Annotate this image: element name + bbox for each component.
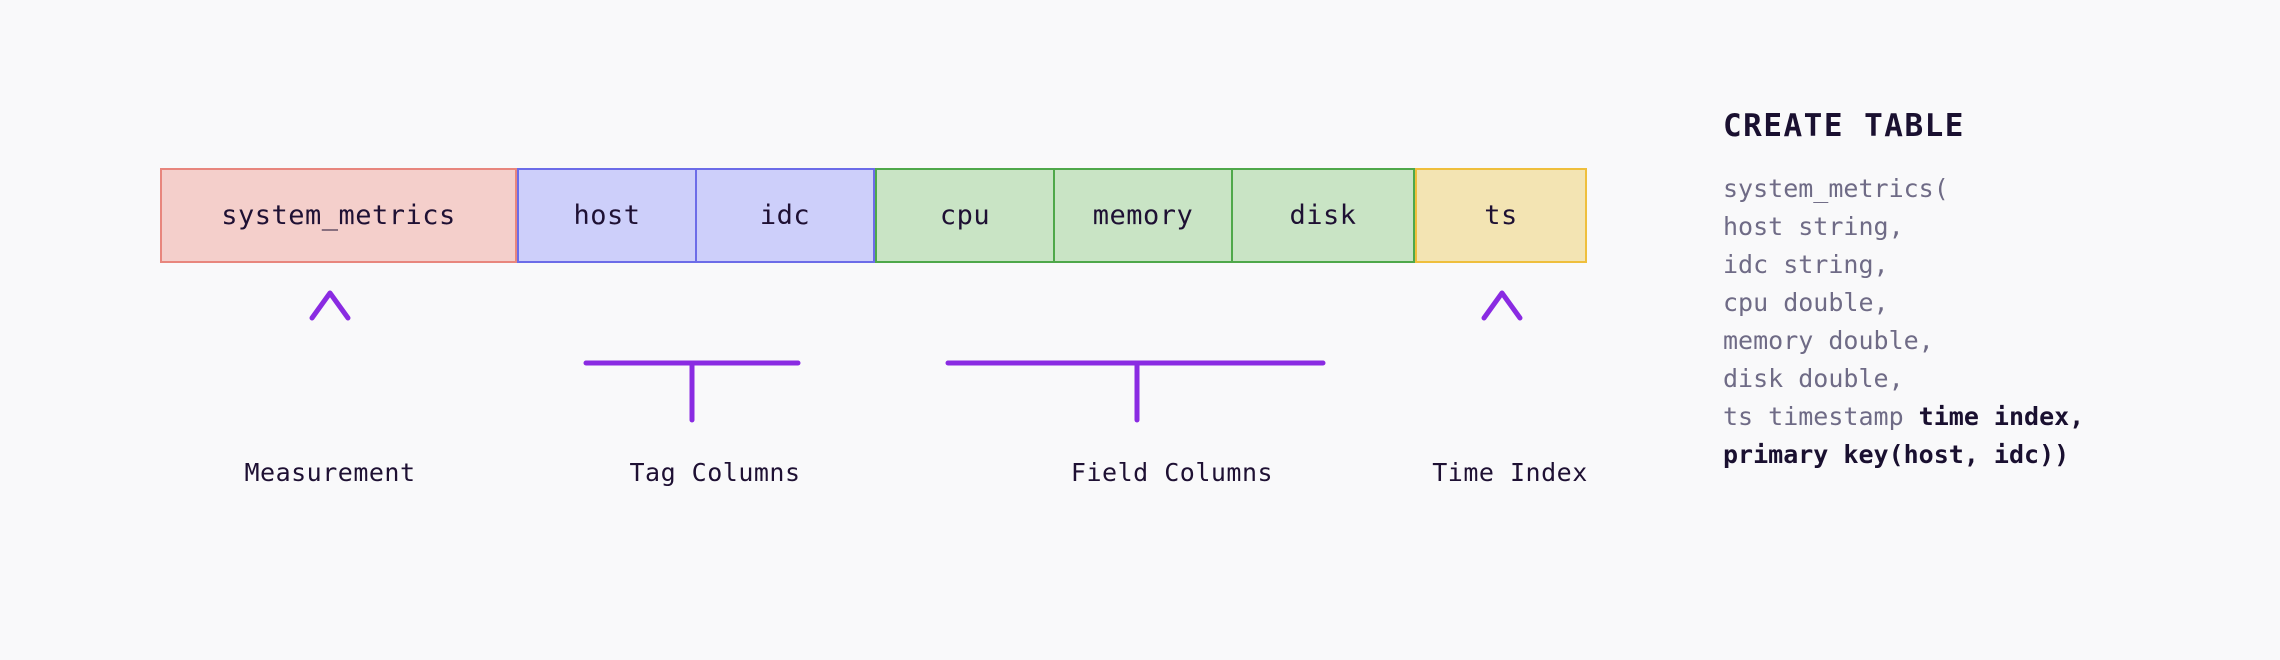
column-cell-ts[interactable]: ts (1484, 200, 1518, 231)
column-cell-host[interactable]: host (573, 200, 641, 231)
measurement-arrow-icon (309, 290, 351, 421)
caption-time-index: Time Index (1432, 458, 1588, 487)
ddl-line-text: memory double, (1723, 326, 1934, 355)
ddl-line: idc string, (1723, 246, 2243, 284)
column-cell-disk[interactable]: disk (1231, 170, 1413, 261)
ddl-line: memory double, (1723, 322, 2243, 360)
schema-strip: system_metrics host idc cpu memory disk … (160, 168, 1587, 263)
ddl-line: ts timestamp time index, (1723, 398, 2243, 436)
ddl-line-text: host string, (1723, 212, 1904, 241)
ddl-line-text: ts timestamp (1723, 402, 1919, 431)
ddl-line: cpu double, (1723, 284, 2243, 322)
time-index-arrow-icon (1481, 290, 1523, 421)
ddl-line: system_metrics( (1723, 170, 2243, 208)
ddl-line-text: disk double, (1723, 364, 1904, 393)
column-group-measurement: system_metrics (160, 168, 517, 263)
caption-measurement: Measurement (244, 458, 416, 487)
ddl-panel: CREATE TABLE system_metrics(host string,… (1723, 108, 2243, 474)
ddl-heading: CREATE TABLE (1723, 108, 1965, 144)
ddl-line-text: idc string, (1723, 250, 1889, 279)
caption-tag-columns: Tag Columns (629, 458, 801, 487)
ddl-line-text: cpu double, (1723, 288, 1889, 317)
ddl-line: disk double, (1723, 360, 2243, 398)
column-group-field: cpu memory disk (875, 168, 1415, 263)
column-cell-idc[interactable]: idc (695, 170, 873, 261)
ddl-line-keyword: primary key(host, idc)) (1723, 440, 2070, 469)
column-cell-system_metrics[interactable]: system_metrics (221, 200, 456, 231)
caption-field-columns: Field Columns (1070, 458, 1274, 487)
ddl-body: system_metrics(host string, idc string, cp… (1723, 170, 2243, 474)
column-group-time: ts (1415, 168, 1587, 263)
ddl-line: primary key(host, idc)) (1723, 436, 2243, 474)
ddl-line-keyword: time index, (1918, 402, 2085, 431)
column-cell-cpu[interactable]: cpu (939, 200, 991, 231)
ddl-line-text: system_metrics( (1723, 174, 1949, 203)
column-group-tag: host idc (517, 168, 875, 263)
column-cell-memory[interactable]: memory (1053, 170, 1231, 261)
tag-columns-bracket-icon (583, 300, 801, 423)
field-columns-bracket-icon (945, 300, 1326, 423)
ddl-line: host string, (1723, 208, 2243, 246)
